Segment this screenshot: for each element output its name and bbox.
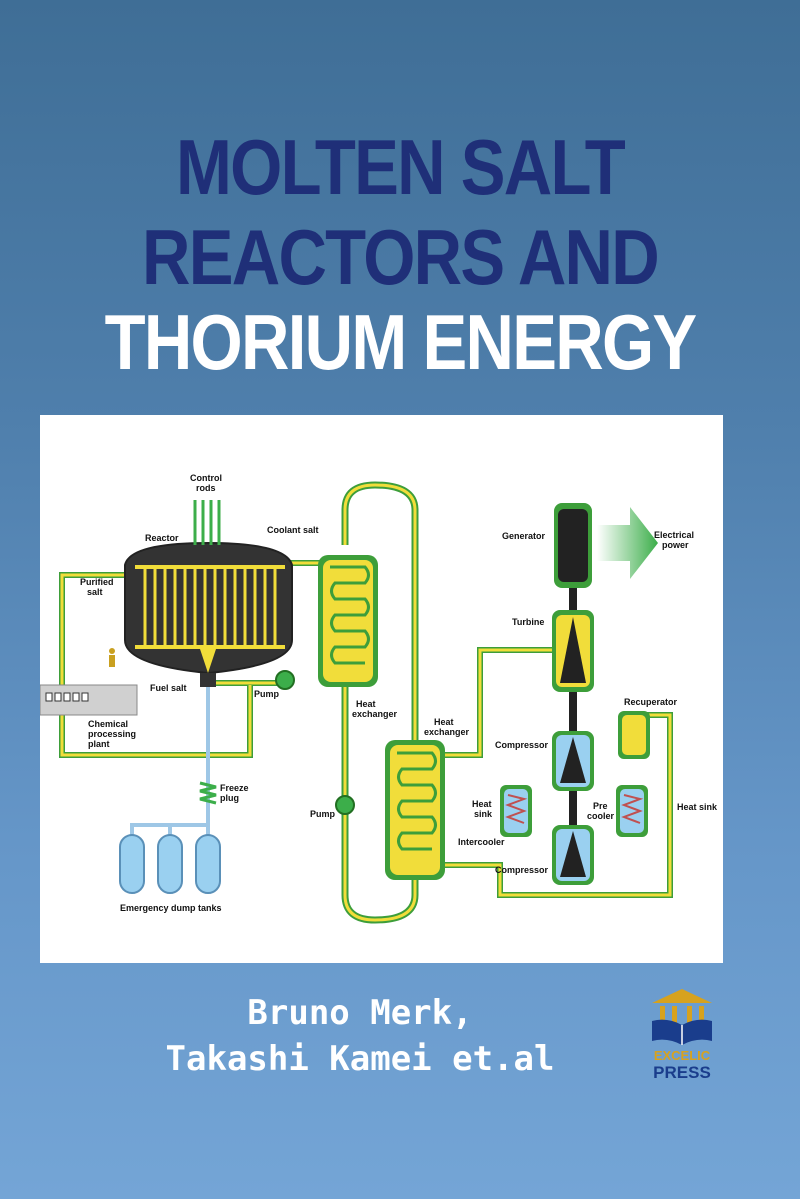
label-freeze-plug-1: Freeze <box>220 783 249 793</box>
label-compressor-upper: Compressor <box>495 740 549 750</box>
label-generator: Generator <box>502 531 546 541</box>
label-intercooler: Intercooler <box>458 837 505 847</box>
label-purified-salt-2: salt <box>87 587 103 597</box>
label-control-rods-2: rods <box>196 483 216 493</box>
label-chemical-3: plant <box>88 739 110 749</box>
control-rods <box>193 500 221 545</box>
electrical-power-arrow <box>597 507 658 579</box>
label-electrical-power-1: Electrical <box>654 530 694 540</box>
pre-cooler <box>616 785 648 837</box>
reactor-diagram: Control rods Reactor Coolant salt Purifi… <box>40 415 723 963</box>
label-electrical-power-2: power <box>662 540 689 550</box>
label-pump-upper: Pump <box>254 689 280 699</box>
generator <box>554 503 592 588</box>
author-line-2: Takashi Kamei et.al <box>165 1039 555 1079</box>
label-coolant-salt: Coolant salt <box>267 525 319 535</box>
heat-exchanger-1 <box>318 555 378 687</box>
diagram-labels: Control rods Reactor Coolant salt Purifi… <box>80 473 718 913</box>
label-fuel-salt: Fuel salt <box>150 683 187 693</box>
heat-exchanger-2 <box>385 740 445 880</box>
label-pre-cooler-1: Pre <box>593 801 608 811</box>
label-turbine: Turbine <box>512 617 544 627</box>
label-heat-exchanger-2b: exchanger <box>424 727 470 737</box>
label-purified-salt-1: Purified <box>80 577 114 587</box>
label-heat-exchanger-1a: Heat <box>356 699 376 709</box>
label-heat-exchanger-2a: Heat <box>434 717 454 727</box>
label-heat-sink-right: Heat sink <box>677 802 718 812</box>
title-line-1: MOLTEN SALT <box>175 123 626 211</box>
compressor-upper <box>552 731 594 791</box>
coolant-loop <box>341 481 419 924</box>
label-reactor: Reactor <box>145 533 179 543</box>
label-heat-sink-left-2: sink <box>474 809 493 819</box>
label-emergency-dump-tanks: Emergency dump tanks <box>120 903 222 913</box>
pump-upper-icon <box>275 670 295 690</box>
recuperator <box>618 711 650 759</box>
label-heat-sink-left-1: Heat <box>472 799 492 809</box>
title-line-2: REACTORS AND <box>141 213 660 301</box>
reactor-vessel <box>124 541 293 687</box>
emergency-dump-tanks <box>119 834 221 894</box>
author-line-1: Bruno Merk, <box>247 993 473 1033</box>
book-temple-icon <box>652 989 712 1045</box>
label-chemical-2: processing <box>88 729 136 739</box>
label-pre-cooler-2: cooler <box>587 811 615 821</box>
compressor-lower <box>552 825 594 885</box>
label-heat-exchanger-1b: exchanger <box>352 709 398 719</box>
label-pump-lower: Pump <box>310 809 336 819</box>
fuel-channels <box>143 567 277 645</box>
turbine <box>552 610 594 692</box>
publisher-name-line-1: EXCELIC <box>653 1048 711 1063</box>
person-icon <box>109 648 115 667</box>
label-freeze-plug-2: plug <box>220 793 239 803</box>
label-chemical-1: Chemical <box>88 719 128 729</box>
title-line-3: THORIUM ENERGY <box>104 298 698 386</box>
label-recuperator: Recuperator <box>624 697 678 707</box>
label-control-rods: Control <box>190 473 222 483</box>
publisher-name-line-2: PRESS <box>653 1063 711 1082</box>
pump-lower-icon <box>335 795 355 815</box>
intercooler <box>500 785 532 837</box>
label-compressor-lower: Compressor <box>495 865 549 875</box>
freeze-plug <box>130 687 217 845</box>
reactor-diagram-svg: Control rods Reactor Coolant salt Purifi… <box>40 473 718 924</box>
publisher-logo: EXCELIC PRESS <box>632 985 732 1095</box>
